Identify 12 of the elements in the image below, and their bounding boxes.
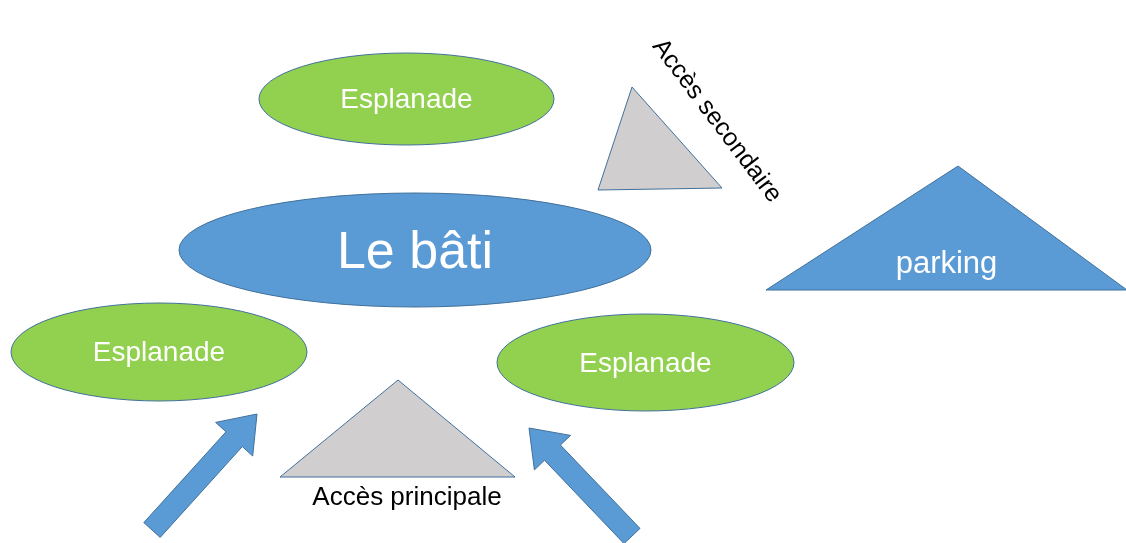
node-label: Le bâti bbox=[335, 219, 495, 281]
ellipse-node bbox=[178, 192, 652, 308]
block-arrow bbox=[528, 427, 641, 543]
node-label: Esplanade bbox=[91, 335, 227, 370]
node-label: Accès principale bbox=[311, 480, 503, 512]
ellipse-node bbox=[258, 52, 555, 146]
ellipse-node bbox=[10, 302, 308, 402]
node-label: Esplanade bbox=[578, 345, 713, 380]
block-arrow bbox=[143, 413, 258, 538]
node-label: Esplanade bbox=[339, 82, 474, 117]
node-label: parking bbox=[894, 243, 999, 281]
ellipse-node bbox=[496, 313, 795, 412]
